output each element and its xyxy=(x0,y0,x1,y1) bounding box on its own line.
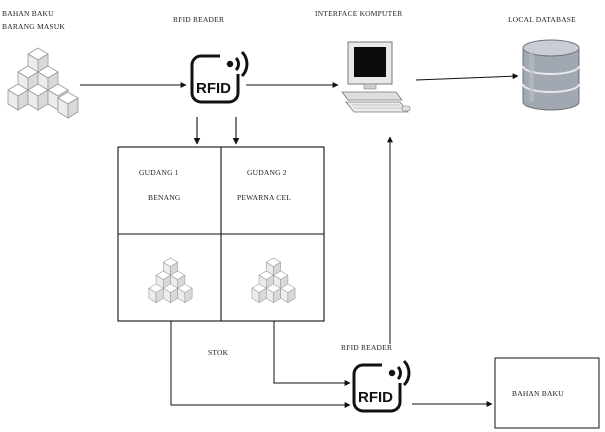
rfid-tag-icon: RFID xyxy=(190,50,249,104)
local-database-label: LOCAL DATABASE xyxy=(508,15,576,24)
bahan-baku-output-box xyxy=(494,357,600,429)
interface-komputer-label: INTERFACE KOMPUTER xyxy=(315,9,403,18)
bahan-baku-label-line1: BAHAN BAKU xyxy=(2,9,54,18)
computer-icon xyxy=(341,41,411,113)
gudang2-subtitle: PEWARNA CEL xyxy=(237,193,292,202)
bahan-baku-output-label: BAHAN BAKU xyxy=(512,389,564,398)
gudang1-title: GUDANG 1 xyxy=(139,168,179,177)
arrow-computer-to-database xyxy=(415,73,519,81)
rfid-glyph: RFID xyxy=(358,389,393,406)
rfid-glyph: RFID xyxy=(196,80,231,97)
rfid-tag-icon: RFID xyxy=(352,359,411,413)
arrow-gudang1-to-rfid xyxy=(170,321,351,408)
stok-label: STOK xyxy=(208,348,229,357)
gudang1-subtitle: BENANG xyxy=(148,193,181,202)
arrow-gudang2-to-rfid xyxy=(273,321,351,386)
warehouse-grid xyxy=(117,146,325,322)
stacked-boxes-icon xyxy=(7,47,79,119)
rfid-reader-bottom-label: RFID READER xyxy=(341,343,393,352)
database-icon xyxy=(522,39,580,111)
stacked-boxes-icon xyxy=(148,257,193,303)
rfid-reader-top-label: RFID READER xyxy=(173,15,225,24)
stacked-boxes-icon xyxy=(251,257,296,303)
gudang2-title: GUDANG 2 xyxy=(247,168,287,177)
bahan-baku-label-line2: BARANG MASUK xyxy=(2,22,66,31)
